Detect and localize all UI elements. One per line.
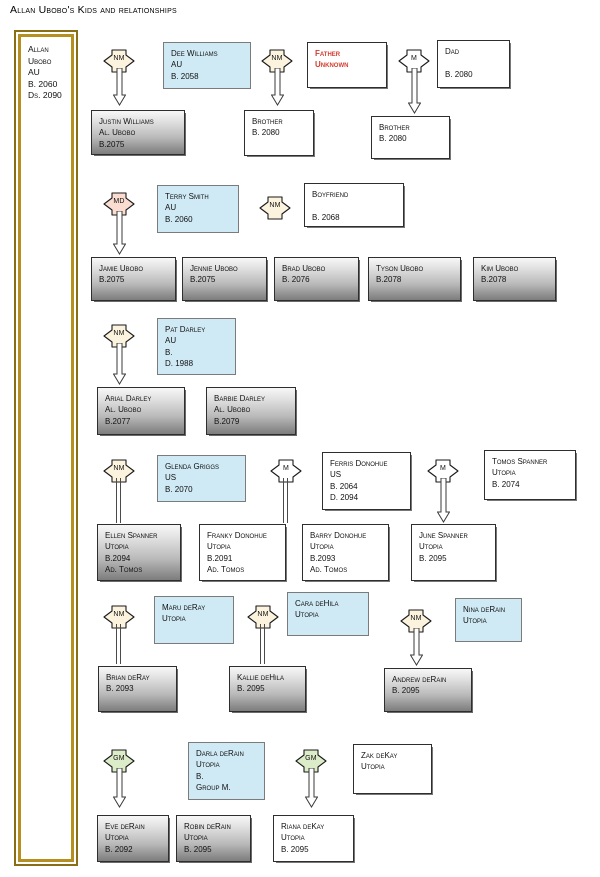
child-box[interactable]: Justin Williams Al. Ubobo B.2075	[91, 110, 185, 155]
child-box[interactable]: Brian deRay B. 2093	[98, 666, 177, 712]
partner-box[interactable]: Nina deRain Utopia	[455, 598, 522, 642]
child-box[interactable]: Jennie Ubobo B.2075	[182, 257, 267, 301]
connector-down-arrow	[305, 768, 318, 808]
child-box[interactable]: Andrew deRain B. 2095	[384, 668, 472, 712]
partner-box[interactable]: Glenda Griggs US B. 2070	[157, 455, 246, 502]
connector-down-arrow	[113, 768, 126, 808]
child-box[interactable]: June Spanner Utopia B. 2095	[411, 524, 496, 581]
child-box[interactable]: Barry Donohue Utopia B.2093 Ad. Tomos	[302, 524, 389, 581]
child-box[interactable]: Kim Ubobo B.2078	[473, 257, 556, 301]
child-box[interactable]: Brad Ubobo B. 2076	[274, 257, 359, 301]
page-title: Allan Ubobo's Kids and relationships	[10, 4, 177, 16]
connector-down-arrow	[271, 68, 284, 106]
partner-box[interactable]: Dad B. 2080	[437, 40, 510, 88]
child-box[interactable]: Jamie Ubobo B.2075	[91, 257, 176, 301]
connector-down-arrow	[113, 211, 126, 255]
partner-box[interactable]: Cara deHila Utopia	[287, 592, 369, 636]
relationship-badge-nm[interactable]: NM	[257, 195, 293, 221]
child-box[interactable]: Ellen Spanner Utopia B.2094 Ad. Tomos	[97, 524, 181, 581]
partner-box[interactable]: Dee Williams AU B. 2058	[163, 42, 251, 89]
child-box[interactable]: Brother B. 2080	[371, 116, 450, 159]
partner-box[interactable]: Father Unknown	[307, 42, 387, 88]
child-box[interactable]: Arial Darley Al. Ubobo B.2077	[97, 387, 185, 435]
connector-down-arrow	[113, 343, 126, 385]
child-box[interactable]: Riana deKay Utopia B. 2095	[273, 815, 354, 862]
child-box[interactable]: Barbie Darley Al. Ubobo B.2079	[206, 387, 296, 435]
connector-line	[116, 624, 121, 664]
partner-box[interactable]: Terry Smith AU B. 2060	[157, 185, 239, 233]
connector-down-arrow	[113, 68, 126, 106]
child-box[interactable]: Kallie deHila B. 2095	[229, 666, 306, 712]
connector-line	[283, 478, 288, 523]
child-box[interactable]: Tyson Ubobo B.2078	[368, 257, 461, 301]
partner-box[interactable]: Zak deKay Utopia	[353, 744, 432, 794]
root-person-text: Allan Ubobo AU B. 2060 Ds. 2090	[28, 44, 62, 101]
child-box[interactable]: Franky Donohue Utopia B.2091 Ad. Tomos	[199, 524, 286, 581]
root-person-frame: Allan Ubobo AU B. 2060 Ds. 2090	[14, 30, 78, 866]
connector-down-arrow	[408, 68, 421, 114]
partner-box[interactable]: Darla deRain Utopia B. Group M.	[188, 742, 265, 800]
partner-box[interactable]: Pat Darley AU B. D. 1988	[157, 318, 236, 375]
child-box[interactable]: Brother B. 2080	[244, 110, 314, 156]
connector-down-arrow	[410, 628, 423, 666]
partner-box[interactable]: Ferris Donohue US B. 2064 D. 2094	[322, 452, 411, 510]
partner-box[interactable]: Maru deRay Utopia	[154, 596, 234, 644]
partner-box[interactable]: Tomos Spanner Utopia B. 2074	[484, 450, 576, 500]
partner-box[interactable]: Boyfriend B. 2068	[304, 183, 404, 227]
connector-line	[116, 478, 121, 523]
child-box[interactable]: Robin deRain Utopia B. 2095	[176, 815, 251, 862]
connector-down-arrow	[437, 478, 450, 523]
child-box[interactable]: Eve deRain Utopia B. 2092	[97, 815, 169, 862]
connector-line	[260, 624, 265, 664]
